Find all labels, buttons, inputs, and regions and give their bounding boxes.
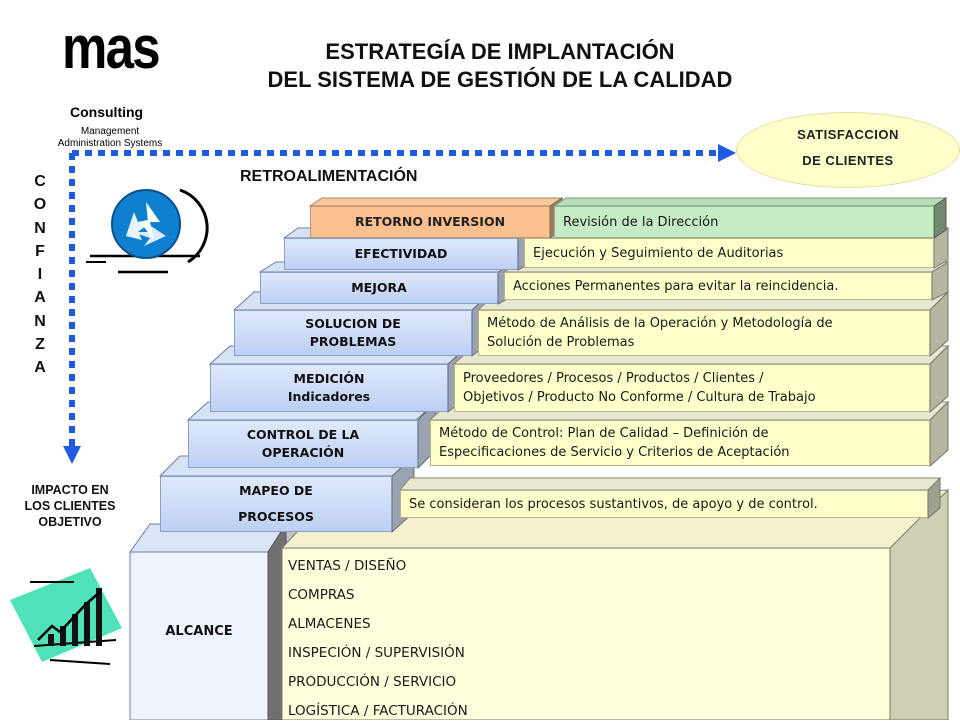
trust-letter: N xyxy=(34,312,46,330)
page-title: ESTRATEGÍA DE IMPLANTACIÓN DEL SISTEMA D… xyxy=(180,38,820,94)
step-description-text: Se consideran los procesos sustantivos, … xyxy=(409,496,818,512)
trust-letter: I xyxy=(37,266,43,284)
impact-line-3: OBJETIVO xyxy=(38,515,102,529)
step-description-medicion: Proveedores / Procesos / Productos / Cli… xyxy=(454,364,930,412)
trust-arrow-head xyxy=(63,446,81,464)
desc-retorno-side xyxy=(933,197,947,239)
step-header-mejora: MEJORA xyxy=(260,272,498,304)
desc-solucion-side xyxy=(929,290,949,358)
trust-letter: C xyxy=(34,173,46,190)
scope-label-face xyxy=(129,551,269,720)
logo-brand: mas xyxy=(62,14,161,81)
scope-label: ALCANCE xyxy=(165,624,233,639)
desc-mapeo-top xyxy=(398,477,942,491)
step-description-text: Acciones Permanentes para evitar la rein… xyxy=(513,278,839,294)
feedback-label: RETROALIMENTACIÓN xyxy=(240,168,418,185)
satisfaction-line-2: DE CLIENTES xyxy=(802,153,894,168)
step-description-text: Método de Análisis de la Operación y Met… xyxy=(487,316,833,350)
feedback-arrow-head xyxy=(718,144,736,162)
page-title-line-2: DEL SISTEMA DE GESTIÓN DE LA CALIDAD xyxy=(267,67,733,92)
desc-control-side xyxy=(929,400,949,468)
step-description-mapeo-procesos: Se consideran los procesos sustantivos, … xyxy=(400,490,928,518)
step-description-text: Revisión de la Dirección xyxy=(563,214,719,230)
step-description-text: Método de Control: Plan de Calidad – Def… xyxy=(439,426,790,460)
impact-line-2: LOS CLIENTES xyxy=(24,499,116,513)
trust-letter: O xyxy=(33,196,47,214)
scope-item: COMPRAS xyxy=(288,587,355,603)
trust-letter: F xyxy=(35,242,45,260)
logo-subtitle-management: Management xyxy=(80,126,140,137)
step-header-mapeo-procesos: MAPEO DE PROCESOS xyxy=(160,476,392,532)
logo-consulting: Consulting xyxy=(70,104,144,120)
scope-item: VENTAS / DISEÑO xyxy=(288,558,407,574)
scope-list: VENTAS / DISEÑO COMPRAS ALMACENES INSPEC… xyxy=(288,552,468,726)
desc-mejora-side xyxy=(931,261,949,301)
scope-item: ALMACENES xyxy=(288,616,371,632)
recycle-icon xyxy=(86,188,209,274)
step-header-efectividad: EFECTIVIDAD xyxy=(284,238,518,270)
step-description-text: Ejecución y Seguimiento de Auditorias xyxy=(533,245,784,261)
trust-letter: Z xyxy=(35,336,45,354)
scope-item: LOGÍSTICA / FACTURACIÓN xyxy=(288,703,468,719)
trust-letter: A xyxy=(34,359,46,377)
growth-chart-icon xyxy=(10,568,122,665)
step-description-control-operacion: Método de Control: Plan de Calidad – Def… xyxy=(430,420,930,466)
desc-retorno-top xyxy=(552,197,948,207)
scope-item: PRODUCCIÓN / SERVICIO xyxy=(288,674,457,690)
step-retorno-top xyxy=(308,197,564,207)
step-header-retorno-inversion: RETORNO INVERSION xyxy=(310,206,550,238)
trust-letter: A xyxy=(34,289,46,307)
client-impact-label: IMPACTO EN LOS CLIENTES OBJETIVO xyxy=(4,482,136,530)
step-description-retorno-inversion: Revisión de la Dirección xyxy=(554,206,934,238)
trust-letter: N xyxy=(34,219,46,237)
satisfaction-line-1: SATISFACCION xyxy=(797,127,899,142)
scope-item: INSPECIÓN / SUPERVISIÓN xyxy=(288,645,465,661)
step-description-text: Proveedores / Procesos / Productos / Cli… xyxy=(463,371,816,405)
step-description-mejora: Acciones Permanentes para evitar la rein… xyxy=(504,272,932,300)
step-header-solucion-problemas: SOLUCION DE PROBLEMAS xyxy=(234,310,472,356)
step-description-solucion-problemas: Método de Análisis de la Operación y Met… xyxy=(478,310,930,356)
step-header-medicion: MEDICIÓN Indicadores xyxy=(210,364,448,412)
scope-content-face xyxy=(281,547,891,720)
impact-line-1: IMPACTO EN xyxy=(31,483,109,497)
trust-vertical-label: C O N F I A N Z A xyxy=(32,170,48,380)
logo-subtitle-systems: Administration Systems xyxy=(57,138,163,149)
client-satisfaction-ellipse: SATISFACCION DE CLIENTES xyxy=(736,112,960,188)
desc-mapeo-side xyxy=(927,476,941,520)
page-title-line-1: ESTRATEGÍA DE IMPLANTACIÓN xyxy=(325,39,675,64)
step-description-efectividad: Ejecución y Seguimiento de Auditorias xyxy=(524,238,934,268)
desc-medicion-side xyxy=(929,344,949,414)
step-header-control-operacion: CONTROL DE LA OPERACIÓN xyxy=(188,420,418,468)
